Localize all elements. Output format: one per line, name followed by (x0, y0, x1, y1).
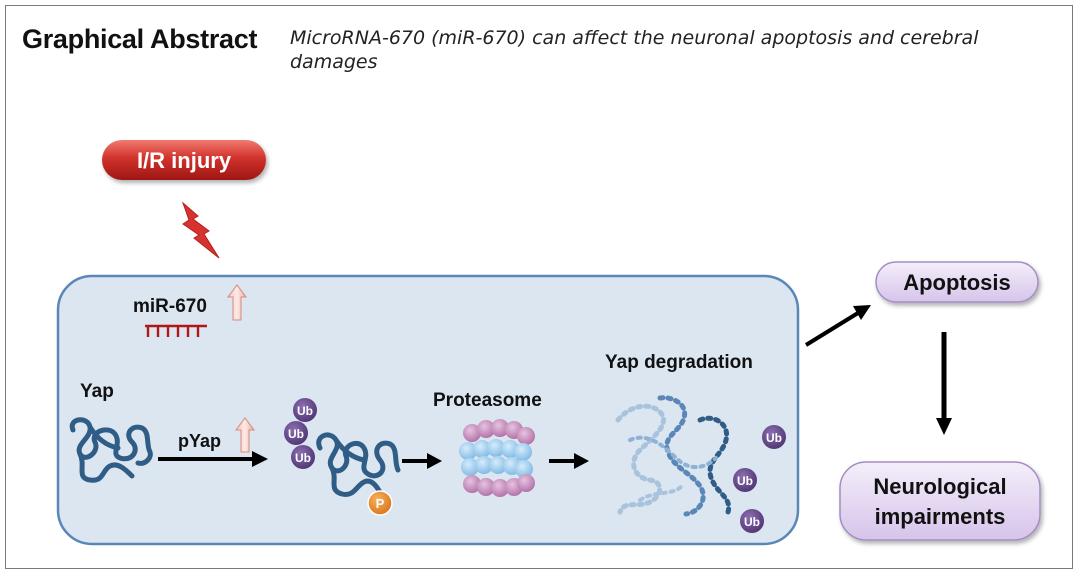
arrow-phosphorylation (158, 451, 268, 467)
ub-label: Ub (288, 427, 304, 441)
apoptosis-badge (875, 261, 1039, 303)
degraded-yap-icon (615, 395, 732, 517)
mir670-label: miR-670 (133, 296, 207, 317)
phosphate-icon (367, 490, 393, 516)
impairments-label-line2: impairments (875, 504, 1006, 529)
ub-label: Ub (295, 451, 311, 465)
ubiquitin-icon (284, 398, 317, 469)
up-arrow-icon (227, 284, 247, 321)
yap-protein-icon (69, 417, 153, 483)
proteasome-icon (459, 419, 535, 497)
ubiquitin-icon (733, 425, 786, 533)
ub-label: Ub (297, 404, 313, 418)
up-arrow-icon (235, 417, 255, 453)
pyap-protein-icon (316, 432, 401, 499)
abstract-subtitle: MicroRNA-670 (miR-670) can affect the ne… (290, 27, 979, 73)
neurological-impairments-badge (839, 461, 1041, 541)
apoptosis-label: Apoptosis (903, 270, 1011, 295)
ub-label: Ub (744, 515, 760, 529)
phosphate-label: P (376, 496, 385, 511)
arrow-to-proteasome (402, 453, 442, 469)
arrow-to-impairments (936, 332, 952, 435)
arrow-to-apoptosis (804, 305, 871, 347)
pyap-label: pYap (178, 431, 221, 451)
ir-injury-badge (102, 140, 266, 180)
proteasome-label: Proteasome (433, 390, 542, 411)
neuron-cell (56, 274, 800, 546)
lightning-icon (181, 201, 220, 259)
ub-label: Ub (737, 474, 753, 488)
ub-label: Ub (766, 431, 782, 445)
abstract-title: Graphical Abstract (22, 24, 258, 54)
yap-label: Yap (80, 381, 114, 402)
impairments-label-line1: Neurological (873, 474, 1006, 499)
yap-degradation-label: Yap degradation (605, 352, 753, 373)
ir-injury-label: I/R injury (137, 148, 232, 173)
mirna-strand-icon (145, 324, 207, 337)
arrow-to-degradation (549, 453, 589, 469)
